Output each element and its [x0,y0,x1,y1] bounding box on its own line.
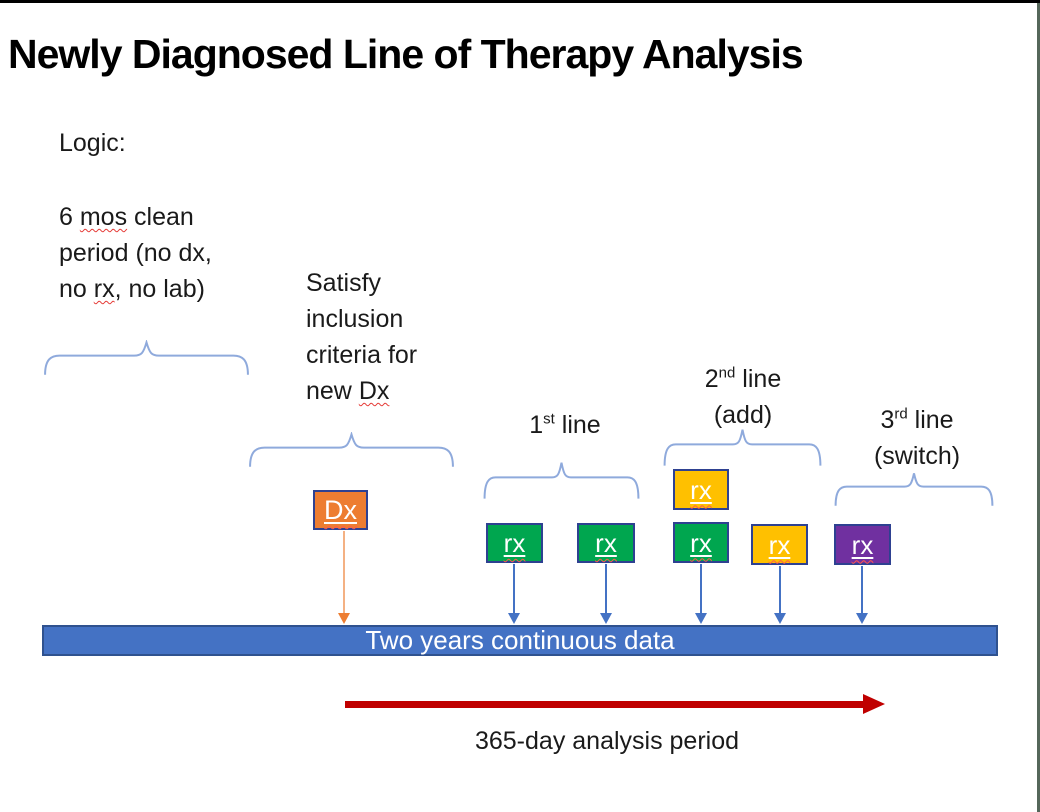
clean-period-line1: 6 mos clean [59,203,194,231]
rx-box-label: rx [768,529,791,560]
rx-box-yellow-add: rx [673,469,729,510]
clean-period-line3: no rx, no lab) [59,275,205,303]
rx-box-label: rx [851,529,874,560]
rx-arrow-down-icon [600,564,612,624]
inclusion-brace [248,432,455,468]
inclusion-criteria-note: Satisfy inclusion criteria for new Dx [306,265,417,409]
analysis-period-caption: 365-day analysis period [474,727,740,755]
rx-arrow-down-icon [695,564,707,624]
rx-box-green-3: rx [673,522,729,563]
rx-arrow-down-icon [508,564,520,624]
rx-arrow-down-icon [774,566,786,624]
misspelled-word: mos [79,203,128,231]
first-line-label: 1st line [529,410,601,439]
first-line-brace [483,460,640,500]
rx-box-label: rx [595,528,617,558]
clean-period-note: 6 mos clean period (no dx, no rx, no lab… [59,199,212,307]
inclusion-line4: new Dx [306,377,390,405]
clean-period-brace [43,340,250,376]
third-line-label: 3rd line (switch) [873,405,961,470]
dx-box: Dx [313,490,368,530]
third-line-brace [834,471,994,507]
timeline-bar-label: Two years continuous data [365,625,675,655]
rx-arrow-down-icon [856,566,868,624]
rx-box-green-1: rx [486,523,543,563]
timeline-bar: Two years continuous data [42,625,998,656]
rx-box-purple-switch: rx [834,524,891,565]
second-line-label: 2nd line (add) [704,364,782,429]
misspelled-word: Dx [358,377,390,405]
analysis-period-arrow-icon [345,694,885,714]
second-line-brace [663,427,822,467]
rx-box-green-2: rx [577,523,635,563]
rx-box-label: rx [690,527,712,558]
logic-heading: Logic: [59,129,126,157]
misspelled-word: rx [93,275,115,303]
inclusion-line3: criteria for [306,341,418,369]
rx-box-label: rx [503,528,526,558]
inclusion-line2: inclusion [306,305,404,333]
inclusion-line1: Satisfy [306,269,382,297]
dx-arrow-down-icon [338,531,350,624]
page-title: Newly Diagnosed Line of Therapy Analysis [8,31,804,77]
rx-box-yellow-2: rx [751,524,808,565]
dx-box-label: Dx [324,495,357,525]
rx-box-label: rx [690,474,712,505]
clean-period-line2: period (no dx, [59,239,212,267]
